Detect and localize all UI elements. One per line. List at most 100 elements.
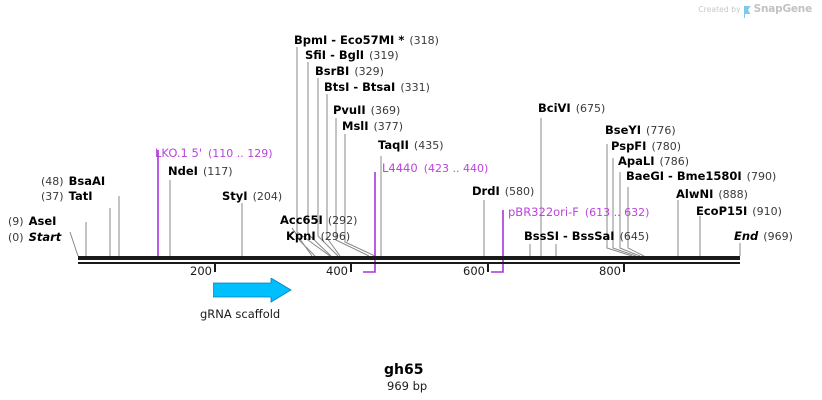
enzyme-pos-bsssi: (645) [619, 230, 650, 243]
enzyme-name-taqii: TaqII [378, 138, 409, 152]
snapgene-flag-icon [743, 3, 751, 18]
enzyme-label-ecop15i[interactable]: EcoP15I (910) [696, 205, 782, 218]
sequence-axis-bar [78, 256, 740, 260]
enzyme-pos-acc65i: (292) [327, 214, 358, 227]
enzyme-pos-bcivi: (675) [575, 102, 606, 115]
enzyme-name-bcivi: BciVI [538, 101, 571, 115]
sequence-length-label: 969 bp [387, 379, 428, 393]
ruler-tick-600 [487, 264, 489, 272]
sequence-title: gh65 [384, 362, 424, 378]
enzyme-name-tati: TatI [68, 189, 93, 203]
enzyme-pos-baegi: (790) [746, 170, 777, 183]
enzyme-name-asei: AseI [28, 214, 57, 228]
enzyme-label-bpmi-eco57mi[interactable]: BpmI - Eco57MI * (318) [294, 34, 439, 47]
grna-scaffold-arrow[interactable] [213, 278, 303, 308]
enzyme-pos-msli: (377) [373, 120, 404, 133]
enzyme-name-baegi: BaeGI - Bme1580I [626, 169, 742, 183]
enzyme-label-bcivi[interactable]: BciVI (675) [538, 102, 605, 115]
enzyme-label-bsrbi[interactable]: BsrBI (329) [315, 65, 384, 78]
enzyme-name-start: Start [28, 230, 62, 244]
enzyme-pos-end: (969) [763, 230, 793, 243]
enzyme-name-ndei: NdeI [168, 164, 198, 178]
ruler-tick-800 [623, 264, 625, 272]
feature-label-pbr322ori-f[interactable]: pBR322ori-F (613 .. 632) [508, 206, 649, 219]
enzyme-pos-bpmi: (318) [409, 34, 439, 47]
enzyme-name-alwni: AlwNI [676, 187, 714, 201]
feature-label-lko1-5prime[interactable]: LKO.1 5' (110 .. 129) [155, 147, 273, 160]
enzyme-name-kpni: KpnI [286, 229, 316, 243]
enzyme-name-btsi: BtsI - BtsaI [324, 80, 396, 94]
enzyme-pos-ecop15i: (910) [752, 205, 782, 218]
enzyme-name-bsrbi: BsrBI [315, 64, 350, 78]
enzyme-label-tati[interactable]: (37) TatI [41, 190, 93, 203]
enzyme-pos-drdi: (580) [504, 185, 535, 198]
enzyme-pos-asei: (9) [8, 215, 24, 228]
enzyme-name-acc65i: Acc65I [280, 213, 323, 227]
enzyme-pos-bsrbi: (329) [354, 65, 384, 78]
enzyme-label-sfii-bgli[interactable]: SfiI - BglI (319) [305, 49, 399, 62]
ruler-label-200: 200 [190, 264, 212, 278]
enzyme-label-acc65i[interactable]: Acc65I (292) [280, 214, 357, 227]
enzyme-label-pspfi[interactable]: PspFI (780) [611, 140, 681, 153]
enzyme-label-kpni[interactable]: KpnI (296) [286, 230, 350, 243]
ruler-label-400: 400 [326, 264, 348, 278]
enzyme-pos-kpni: (296) [320, 230, 351, 243]
enzyme-label-pvuii[interactable]: PvuII (369) [333, 104, 400, 117]
enzyme-label-styi[interactable]: StyI (204) [222, 190, 282, 203]
leader-line-baegi [627, 187, 645, 257]
feature-name-lko1: LKO.1 5' [155, 146, 203, 160]
enzyme-pos-tati: (37) [41, 190, 64, 203]
ruler-label-600: 600 [463, 264, 485, 278]
enzyme-name-bsssi: BssSI - BssSaI [524, 229, 615, 243]
ruler-label-800: 800 [599, 264, 621, 278]
enzyme-name-styi: StyI [222, 189, 248, 203]
enzyme-pos-sfii: (319) [369, 49, 399, 62]
enzyme-pos-pspfi: (780) [651, 140, 682, 153]
feature-range-pbr322ori: (613 .. 632) [584, 206, 650, 219]
enzyme-label-btsi-btsai[interactable]: BtsI - BtsaI (331) [324, 81, 430, 94]
enzyme-label-bsaai[interactable]: (48)BsaAI [41, 175, 105, 188]
feature-label-l4440[interactable]: L4440(423 .. 440) [382, 162, 488, 175]
enzyme-pos-styi: (204) [252, 190, 283, 203]
sequence-axis-underline [78, 262, 740, 264]
enzyme-label-bseyi[interactable]: BseYI(776) [605, 124, 676, 137]
enzyme-label-alwni[interactable]: AlwNI (888) [676, 188, 748, 201]
enzyme-name-pspfi: PspFI [611, 139, 647, 153]
enzyme-name-sfii: SfiI - BglI [305, 48, 365, 62]
watermark-brand-text: SnapGene [753, 3, 813, 15]
enzyme-name-bseyi: BseYI [605, 123, 642, 137]
enzyme-label-ndei[interactable]: NdeI (117) [168, 165, 233, 178]
enzyme-name-apali: ApaLI [618, 154, 655, 168]
enzyme-pos-apali: (786) [659, 155, 690, 168]
enzyme-pos-pvuii: (369) [370, 104, 401, 117]
enzyme-pos-start: (0) [8, 231, 24, 244]
leader-line-start [69, 231, 79, 257]
enzyme-label-asei[interactable]: (9) AseI [8, 215, 56, 228]
enzyme-label-taqii[interactable]: TaqII(435) [378, 139, 444, 152]
enzyme-pos-alwni: (888) [718, 188, 748, 201]
enzyme-name-end: End [734, 229, 759, 243]
enzyme-pos-btsi: (331) [400, 81, 430, 94]
feature-name-pbr322ori: pBR322ori-F [508, 205, 579, 219]
enzyme-name-bpmi: BpmI - Eco57MI * [294, 33, 405, 47]
ruler-tick-200 [214, 264, 216, 272]
enzyme-label-end[interactable]: End (969) [734, 230, 793, 243]
snapgene-watermark: Created by SnapGene [698, 3, 813, 18]
enzyme-pos-bsaai: (48) [41, 175, 64, 188]
grna-scaffold-label: gRNA scaffold [200, 307, 281, 321]
enzyme-name-drdi: DrdI [472, 184, 500, 198]
enzyme-pos-ndei: (117) [202, 165, 233, 178]
enzyme-name-pvuii: PvuII [333, 103, 366, 117]
enzyme-label-baegi-bme1580i[interactable]: BaeGI - Bme1580I (790) [626, 170, 776, 183]
enzyme-label-start[interactable]: (0) Start [8, 231, 61, 244]
enzyme-name-ecop15i: EcoP15I [696, 204, 748, 218]
enzyme-label-drdi[interactable]: DrdI (580) [472, 185, 534, 198]
feature-name-l4440: L4440 [382, 161, 418, 175]
enzyme-label-apali[interactable]: ApaLI (786) [618, 155, 689, 168]
enzyme-label-msli[interactable]: MslI (377) [342, 120, 403, 133]
enzyme-name-msli: MslI [342, 119, 369, 133]
feature-range-lko1: (110 .. 129) [208, 147, 273, 160]
ruler-tick-400 [350, 264, 352, 272]
enzyme-label-bsssi-bsssai[interactable]: BssSI - BssSaI (645) [524, 230, 649, 243]
